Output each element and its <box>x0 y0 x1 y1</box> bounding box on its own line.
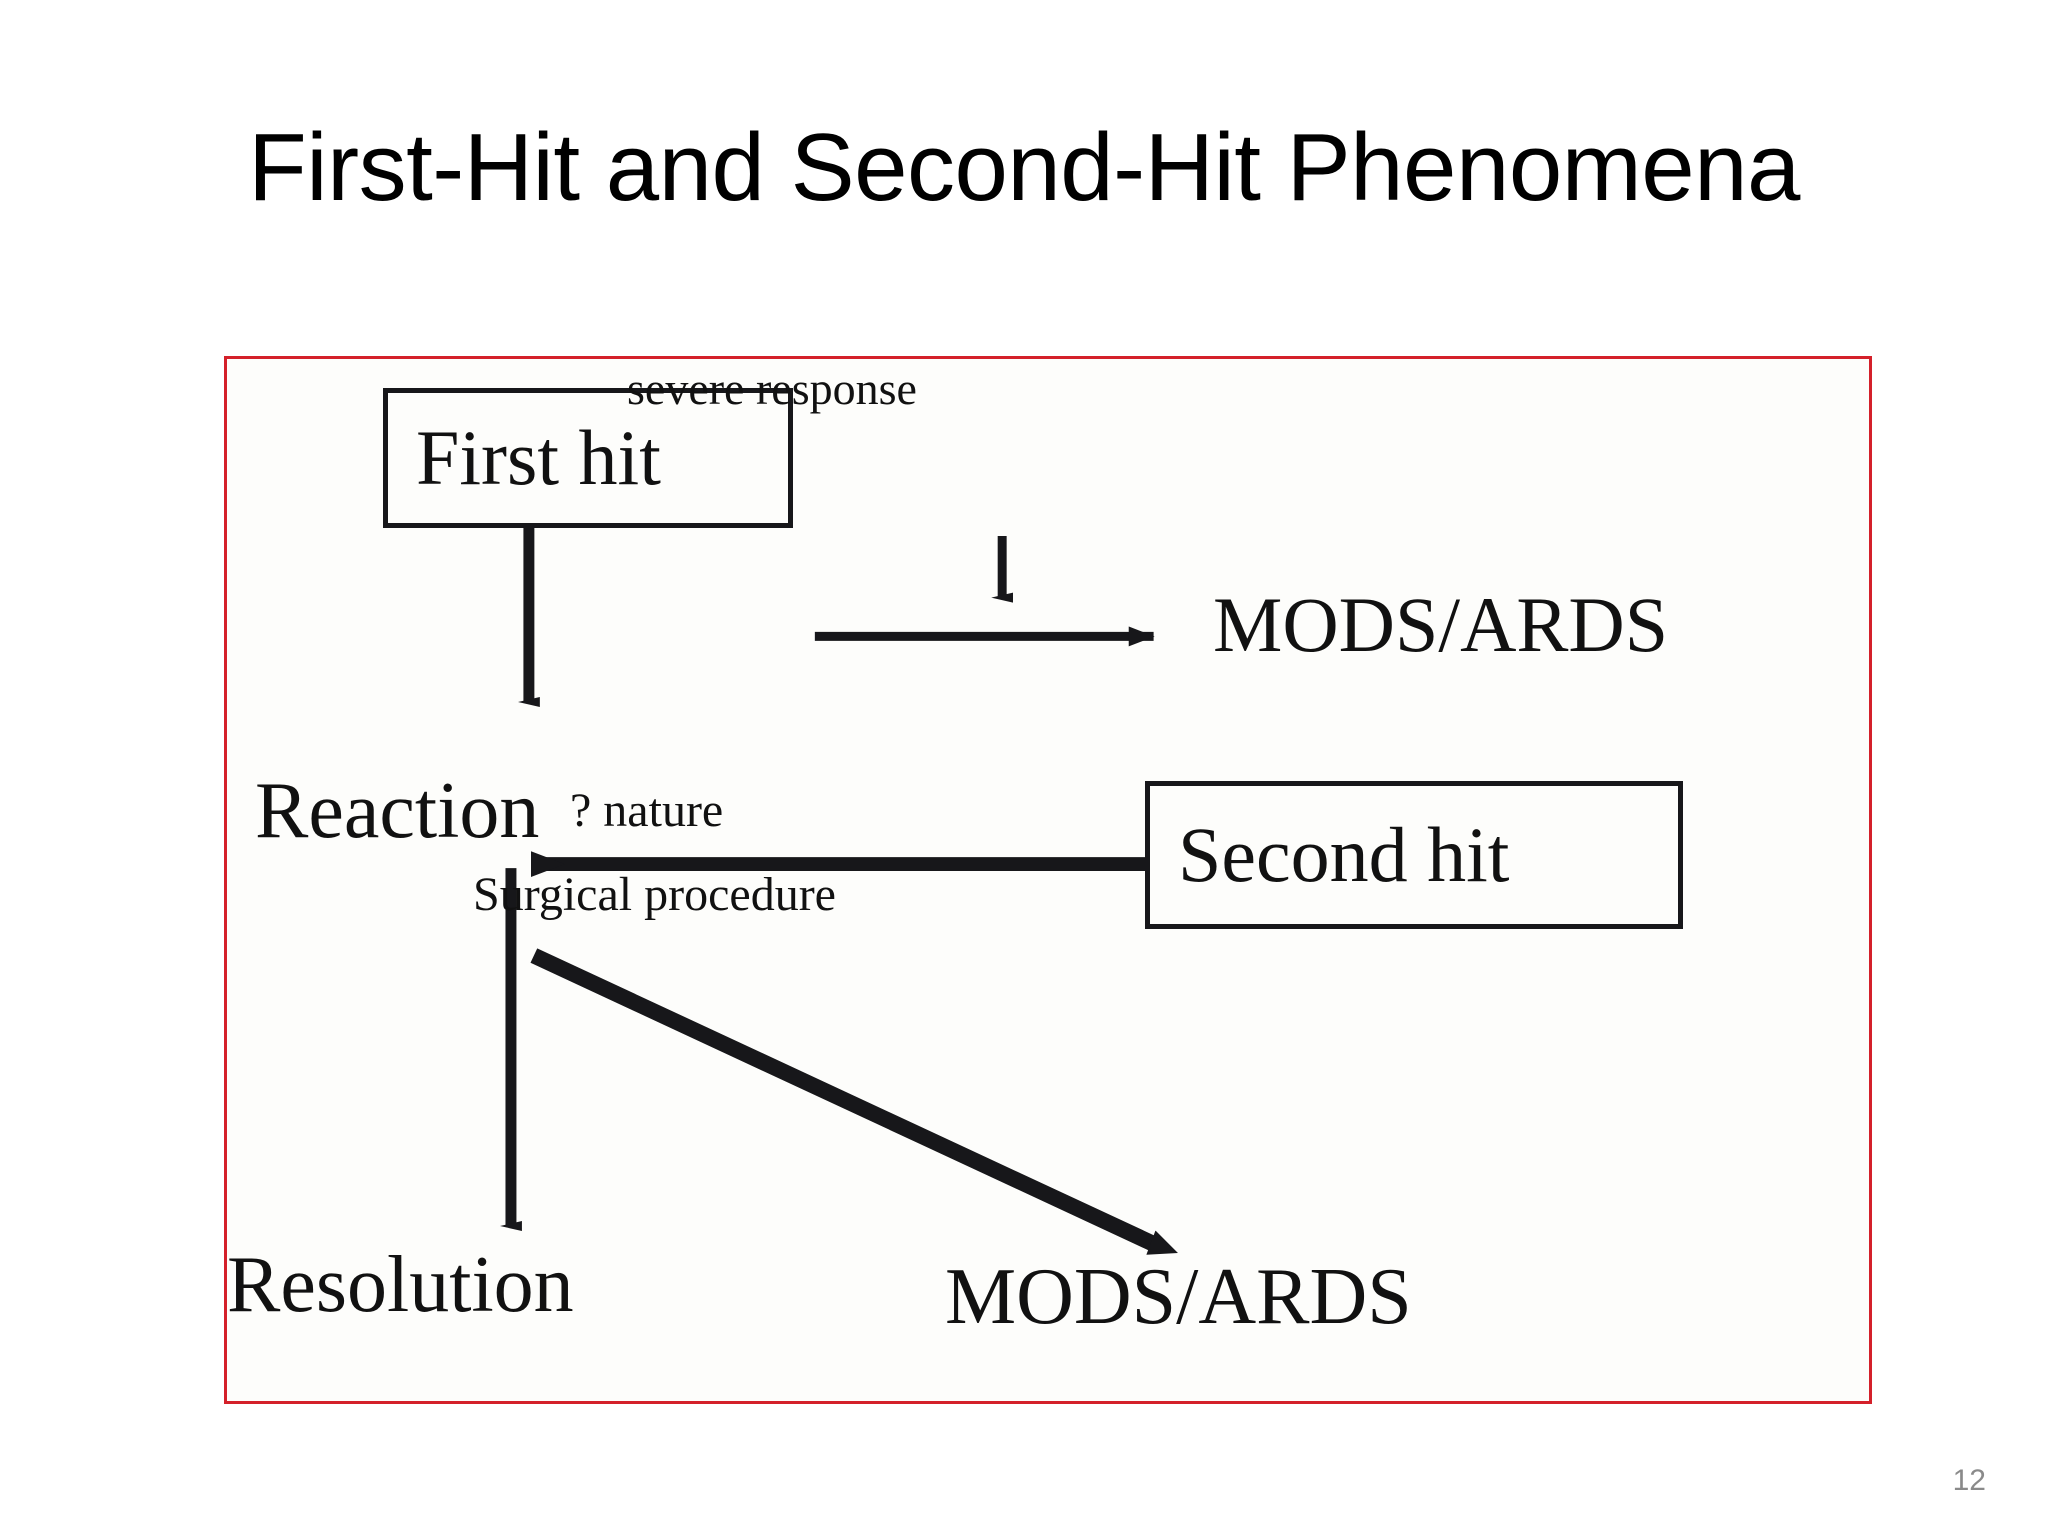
node-mods-ards-bottom: MODS/ARDS <box>945 1253 1412 1341</box>
figure-frame: First hit Second hit severe response ? n… <box>224 356 1872 1404</box>
node-second-hit: Second hit <box>1145 781 1683 929</box>
edge-label-surgical-procedure: Surgical procedure <box>473 868 836 921</box>
node-mods-ards-top: MODS/ARDS <box>1213 581 1669 668</box>
page-number: 12 <box>1952 1464 1986 1497</box>
figure-connectors <box>500 527 1178 1255</box>
node-second-hit-label: Second hit <box>1178 811 1510 898</box>
node-reaction: Reaction <box>255 767 540 855</box>
edge-label-severe-response: severe response <box>627 363 917 414</box>
node-first-hit-label: First hit <box>416 414 661 501</box>
arrow-reaction-to-mods-ards-bottom <box>530 948 1178 1255</box>
node-first-hit: First hit <box>383 388 793 528</box>
page-title: First-Hit and Second-Hit Phenomena <box>248 114 1800 221</box>
edge-label-question-nature: ? nature <box>570 784 724 837</box>
node-resolution: Resolution <box>227 1241 574 1329</box>
